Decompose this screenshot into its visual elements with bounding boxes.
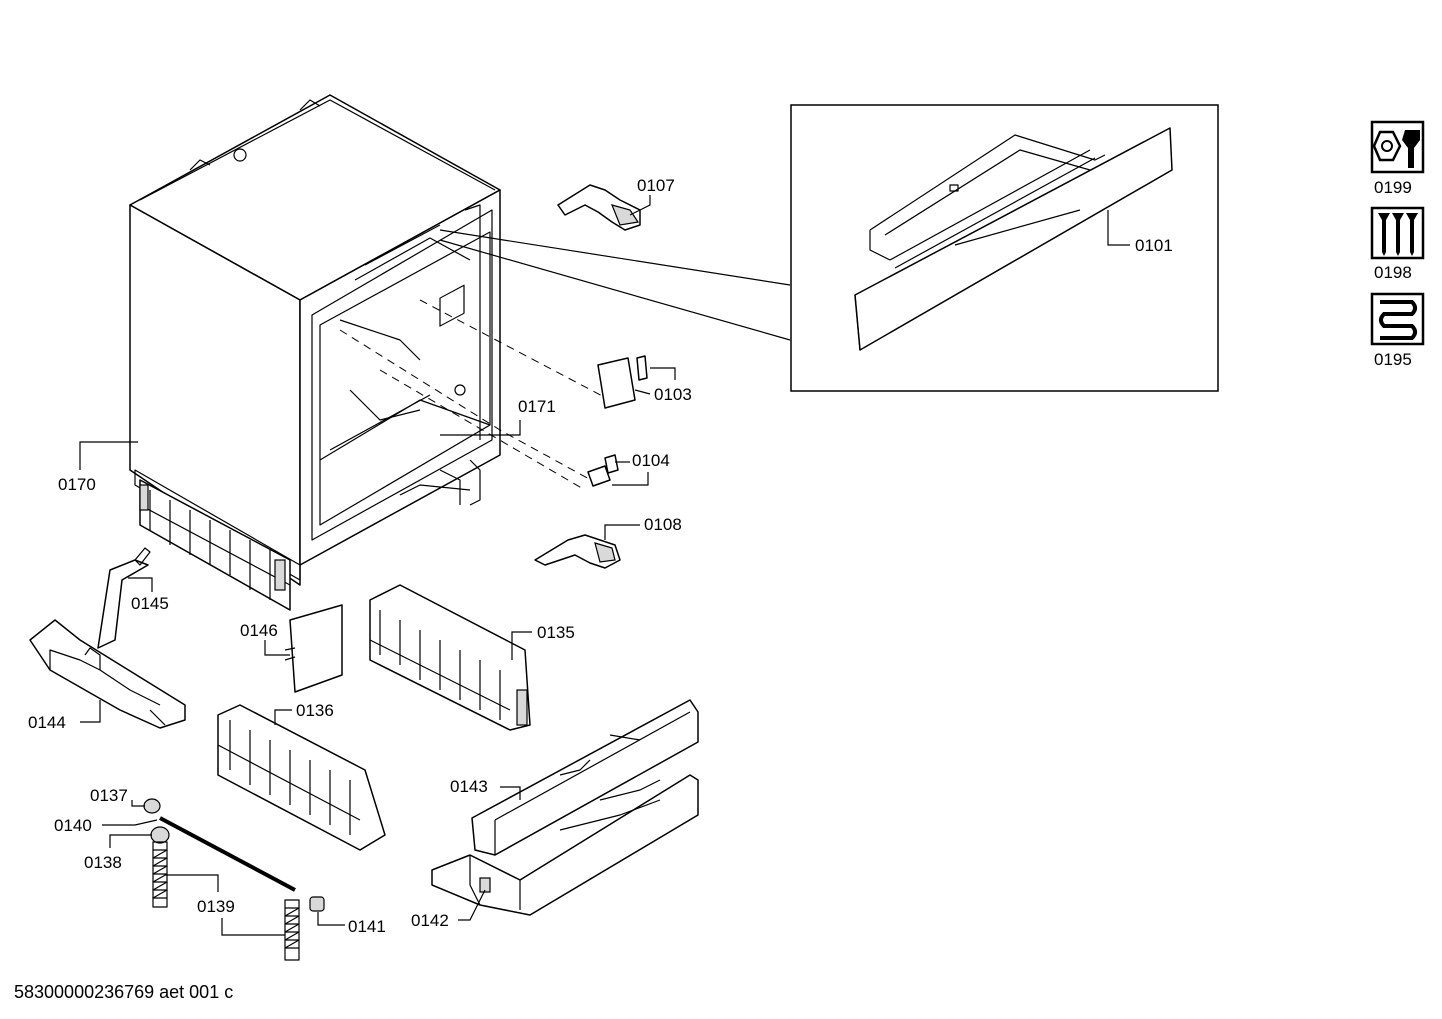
part-0138-foot [150, 826, 170, 908]
label-0101: 0101 [1135, 236, 1173, 255]
part-0101-drawing [854, 127, 1173, 351]
part-0140-rod [159, 816, 296, 892]
assembly-line-0171 [339, 329, 601, 486]
screws-icon [1370, 206, 1425, 260]
part-0103-plate [597, 355, 648, 409]
leader-0144 [80, 700, 101, 723]
tool-kit-icon [1370, 120, 1425, 174]
assembly-line-0103 [419, 299, 611, 401]
label-0104: 0104 [632, 451, 670, 470]
label-0103: 0103 [654, 385, 692, 404]
leader-0101 [1107, 210, 1130, 246]
leader-0145 [128, 577, 153, 592]
part-0145-bracket [97, 547, 151, 649]
part-0136-frame [217, 704, 386, 851]
leader-0108 [604, 524, 640, 540]
leader-0141 [317, 912, 345, 926]
label-0171: 0171 [518, 397, 556, 416]
label-0136: 0136 [296, 701, 334, 720]
diagram-reference-code: 58300000236769 aet 001 c [14, 982, 233, 1002]
hose-icon [1370, 292, 1425, 346]
part-0135-frame [369, 584, 531, 731]
cabinet-base-frame [139, 479, 291, 611]
part-0104-clip [587, 454, 619, 487]
label-0199: 0199 [1374, 178, 1412, 197]
leader-0140 [102, 819, 158, 826]
label-0145: 0145 [131, 594, 169, 613]
label-0143: 0143 [450, 777, 488, 796]
part-0146-cover [284, 604, 343, 693]
leader-0103b [634, 389, 651, 395]
part-0142-rail-lower [431, 774, 699, 916]
part-0144-foot-support [29, 619, 186, 729]
leader-0137 [131, 800, 145, 807]
label-0195: 0195 [1374, 350, 1412, 369]
part-0139-foot [284, 899, 300, 961]
label-0137: 0137 [90, 786, 128, 805]
part-0141-nut [309, 896, 325, 912]
cabinet-body [129, 94, 501, 586]
leader-0171 [440, 420, 521, 436]
label-0138: 0138 [84, 853, 122, 872]
label-0140: 0140 [54, 816, 92, 835]
label-0170: 0170 [58, 475, 96, 494]
leader-0139 [165, 874, 219, 892]
leader-0104 [612, 472, 649, 486]
leader-0170 [79, 441, 138, 470]
label-0135: 0135 [537, 623, 575, 642]
part-0108-hinge-bottom [534, 534, 621, 569]
label-0139: 0139 [197, 897, 235, 916]
label-0108: 0108 [644, 515, 682, 534]
leader-0146 [264, 640, 290, 656]
part-0137-cap [143, 798, 161, 814]
label-0146: 0146 [240, 621, 278, 640]
zoom-leader-bottom [439, 239, 791, 341]
leader-0143 [500, 786, 521, 800]
assembly-line-0104 [379, 369, 586, 491]
leader-0139b [221, 918, 285, 936]
leader-0107 [629, 195, 651, 216]
part-0107-hinge-top [557, 184, 641, 231]
label-0144: 0144 [28, 713, 66, 732]
zoom-leader-top [439, 229, 791, 286]
leader-0135 [511, 631, 532, 660]
leader-0138 [109, 834, 152, 848]
part-0143-rail [471, 699, 699, 856]
label-0141: 0141 [348, 917, 386, 936]
label-0107: 0107 [637, 176, 675, 195]
leader-0136 [274, 709, 292, 725]
leader-0103 [650, 367, 676, 380]
leader-0142 [458, 889, 486, 921]
label-0142: 0142 [411, 911, 449, 930]
label-0198: 0198 [1374, 263, 1412, 282]
